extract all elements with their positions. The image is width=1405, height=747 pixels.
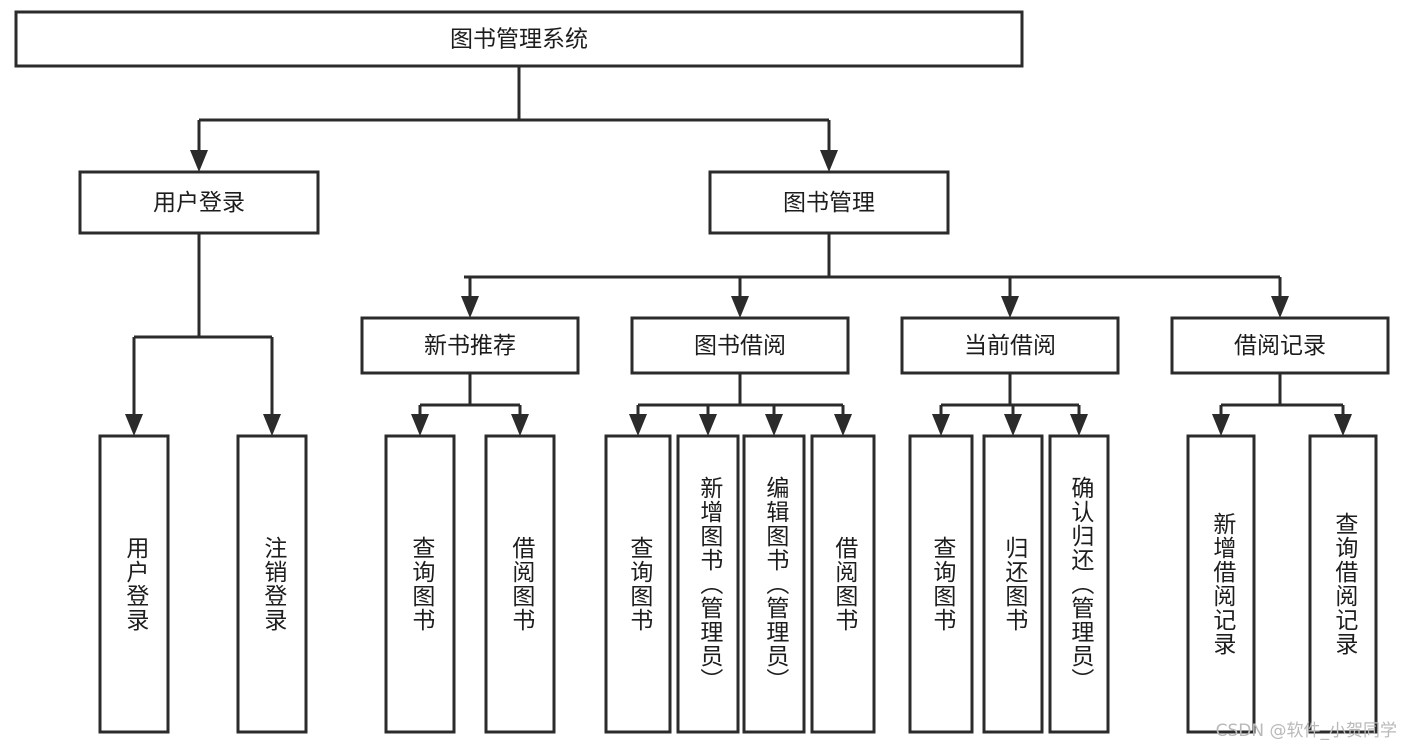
arrow-to-user-login [190,150,208,172]
node-label-book-manage: 图书管理 [783,190,875,216]
arrow-to-leaf-confirm-return [1070,414,1088,436]
node-leaf-return-book[interactable] [982,434,1044,734]
arrow-to-leaf-borrow-book-1 [511,414,529,436]
node-root[interactable] [14,10,1024,68]
arrow-to-leaf-borrow-book-2 [834,414,852,436]
arrow-to-leaf-logout [263,414,281,436]
arrow-to-leaf-add-record [1212,414,1230,436]
arrow-to-book-manage [820,150,838,172]
arrow-to-leaf-user-login [125,414,143,436]
node-leaf-logout[interactable] [236,434,308,734]
node-leaf-borrow-book-1[interactable] [484,434,556,734]
node-book-manage[interactable] [708,170,950,235]
node-label-current-borrow: 当前借阅 [964,333,1056,359]
node-leaf-add-book[interactable] [676,434,740,734]
node-label-new-book-rec: 新书推荐 [424,333,516,359]
arrow-to-leaf-edit-book [765,414,783,436]
node-leaf-add-record[interactable] [1186,434,1256,734]
arrow-to-leaf-query-record [1334,414,1352,436]
node-leaf-query-book-3[interactable] [908,434,974,734]
node-leaf-query-record[interactable] [1308,434,1378,734]
node-leaf-edit-book[interactable] [742,434,806,734]
node-layer [14,10,1390,734]
connector-layer [125,66,1352,436]
arrow-to-leaf-return-book [1004,414,1022,436]
node-user-login[interactable] [78,170,320,235]
node-leaf-user-login[interactable] [98,434,170,734]
arrow-to-book-borrow [731,296,749,318]
csdn-watermark: CSDN @软件_小贺同学 [1215,721,1397,741]
node-current-borrow[interactable] [900,316,1120,375]
node-borrow-record[interactable] [1170,316,1390,375]
node-label-user-login: 用户登录 [153,190,245,216]
node-label-root: 图书管理系统 [450,27,588,53]
arrow-to-leaf-add-book [699,414,717,436]
node-leaf-borrow-book-2[interactable] [810,434,876,734]
arrow-to-leaf-query-book-3 [932,414,950,436]
node-leaf-query-book-1[interactable] [384,434,456,734]
arrow-to-current-borrow [1001,296,1019,318]
arrow-to-leaf-query-book-1 [411,414,429,436]
node-new-book-rec[interactable] [360,316,580,375]
node-leaf-query-book-2[interactable] [604,434,672,734]
node-book-borrow[interactable] [630,316,850,375]
arrow-to-leaf-query-book-2 [629,414,647,436]
arrow-to-borrow-record [1271,296,1289,318]
node-leaf-confirm-return[interactable] [1048,434,1110,734]
arrow-to-new-book-rec [461,296,479,318]
node-label-borrow-record: 借阅记录 [1234,333,1326,359]
node-label-book-borrow: 图书借阅 [694,333,786,359]
